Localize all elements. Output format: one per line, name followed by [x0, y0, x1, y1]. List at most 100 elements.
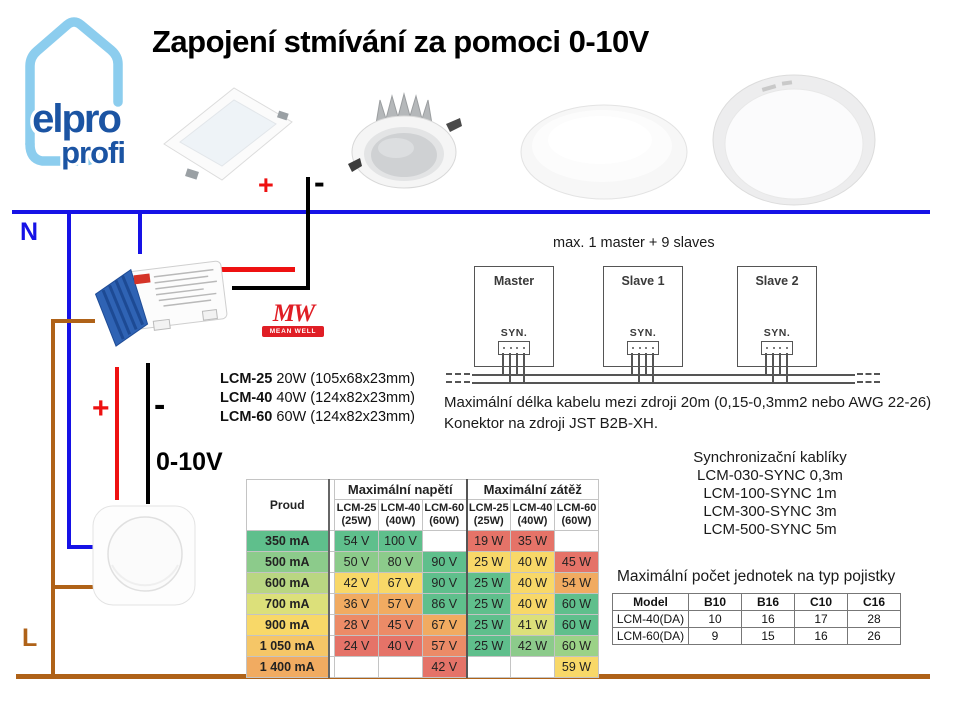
driver-model-list: LCM-25 20W (105x68x23mm)LCM-40 40W (124x…: [220, 370, 415, 427]
sync-wire-pin: [516, 353, 518, 374]
connector-pin-dot: [632, 347, 635, 349]
current-row-label: 700 mA: [246, 593, 329, 615]
dimmer-knob-image: [92, 505, 196, 606]
fuse-column-header: C10: [794, 593, 848, 611]
table-cell: 36 V: [334, 593, 379, 615]
current-row-label: 350 mA: [246, 530, 329, 552]
sync-wire-pin: [523, 353, 525, 382]
table-cell: 60 W: [554, 635, 599, 657]
wire-brown-vertical: [51, 319, 55, 679]
sync-cable-item: LCM-500-SYNC 5m: [703, 521, 837, 538]
led-panel-square-image: [163, 87, 293, 181]
wire-blue-vertical-driver: [138, 212, 142, 254]
ratings-column-header: LCM-60(60W): [554, 499, 599, 531]
ratings-column-header: LCM-25(25W): [465, 499, 511, 531]
fuse-table-title: Maximální počet jednotek na typ pojistky: [617, 568, 896, 585]
sync-cable-item: LCM-030-SYNC 0,3m: [697, 467, 843, 484]
table-cell: 28 V: [334, 614, 379, 636]
wire-neutral-line: [12, 210, 930, 214]
table-cell: 16: [741, 610, 795, 628]
sync-port-label: SYN.: [500, 327, 528, 339]
wire-blue-elbow-dimmer: [67, 545, 94, 549]
sync-wire-pin: [502, 353, 504, 374]
table-cell: 10: [688, 610, 742, 628]
sync-bus-dash-left: [446, 381, 470, 383]
ratings-corner-header: Proud: [246, 479, 329, 531]
logo-house-outline: [25, 17, 123, 149]
table-cell: 42 V: [334, 572, 379, 594]
cable-length-note: Maximální délka kabelu mezi zdroji 20m (…: [444, 394, 932, 411]
sync-bus-dash-right: [857, 381, 880, 383]
sync-unit-label: Slave 2: [755, 274, 799, 288]
table-cell: 80 V: [378, 551, 423, 573]
driver-model-line: LCM-60 60W (124x82x23mm): [220, 409, 416, 425]
sync-bus-line: [472, 382, 855, 384]
table-cell: 25 W: [465, 572, 511, 594]
sync-unit-label: Master: [493, 274, 535, 288]
sync-wire-pin: [652, 353, 654, 382]
sync-connector: [627, 341, 659, 355]
sync-connector: [498, 341, 530, 355]
logo-word-elpro: elpro: [32, 97, 120, 141]
sync-unit-label: Slave 1: [621, 274, 665, 288]
minus-label-dim: -: [154, 386, 166, 424]
table-cell: 25 W: [465, 593, 511, 615]
wire-blue-vertical-dimmer: [67, 212, 71, 549]
connector-pin-dot: [509, 347, 512, 349]
minus-label-top: -: [314, 164, 325, 200]
led-plafond-image: [520, 104, 688, 200]
table-cell: 42 V: [422, 656, 467, 678]
table-cell: 28: [847, 610, 901, 628]
driver-model-name: LCM-40: [220, 390, 273, 406]
driver-model-name: LCM-60: [220, 409, 273, 425]
table-cell: 86 V: [422, 593, 467, 615]
table-cell: [465, 656, 511, 678]
ratings-subheader-row: LCM-25(25W)LCM-40(40W)LCM-60(60W)LCM-25(…: [247, 499, 599, 531]
table-cell: [334, 656, 379, 678]
mean-well-wordmark: MEAN WELL: [262, 326, 324, 337]
connector-pin-dot: [516, 347, 519, 349]
sync-wire-pin: [638, 353, 640, 382]
elpro-logo: elpro profi: [25, 17, 129, 173]
table-cell: 26: [847, 627, 901, 645]
table-cell: 41 W: [510, 614, 555, 636]
connector-pin-dot: [785, 347, 788, 349]
table-cell: 50 V: [334, 551, 379, 573]
table-cell: 54 V: [334, 530, 379, 552]
current-row-label: 1 400 mA: [246, 656, 329, 678]
sync-cables-title: Synchronizační kablíky: [693, 449, 847, 466]
sync-connector: [761, 341, 793, 355]
logo-word-profi: profi: [61, 135, 125, 170]
table-cell: 40 V: [378, 635, 423, 657]
table-cell: 40 W: [510, 593, 555, 615]
ratings-column-header: LCM-25(25W): [334, 499, 379, 531]
fuse-column-header: Model: [612, 593, 689, 611]
sync-wire-pin: [779, 353, 781, 374]
wire-black-vertical-top: [306, 177, 310, 290]
ratings-group-header: Maximální napětí: [334, 479, 467, 500]
dim-signal-label: 0-10V: [156, 448, 223, 476]
driver-model-line: LCM-40 40W (124x82x23mm): [220, 390, 416, 406]
current-row-label: 1 050 mA: [246, 635, 329, 657]
neutral-label: N: [20, 218, 39, 246]
wire-brown-to-driver: [51, 319, 95, 323]
sync-bus-line: [472, 374, 855, 376]
ratings-column-header: LCM-60(60W): [422, 499, 467, 531]
sync-wire-pin: [786, 353, 788, 382]
wire-black-dim-minus: [146, 363, 150, 504]
connector-pin-dot: [766, 347, 769, 349]
sync-wire-pin: [645, 353, 647, 374]
table-cell: 67 V: [378, 572, 423, 594]
